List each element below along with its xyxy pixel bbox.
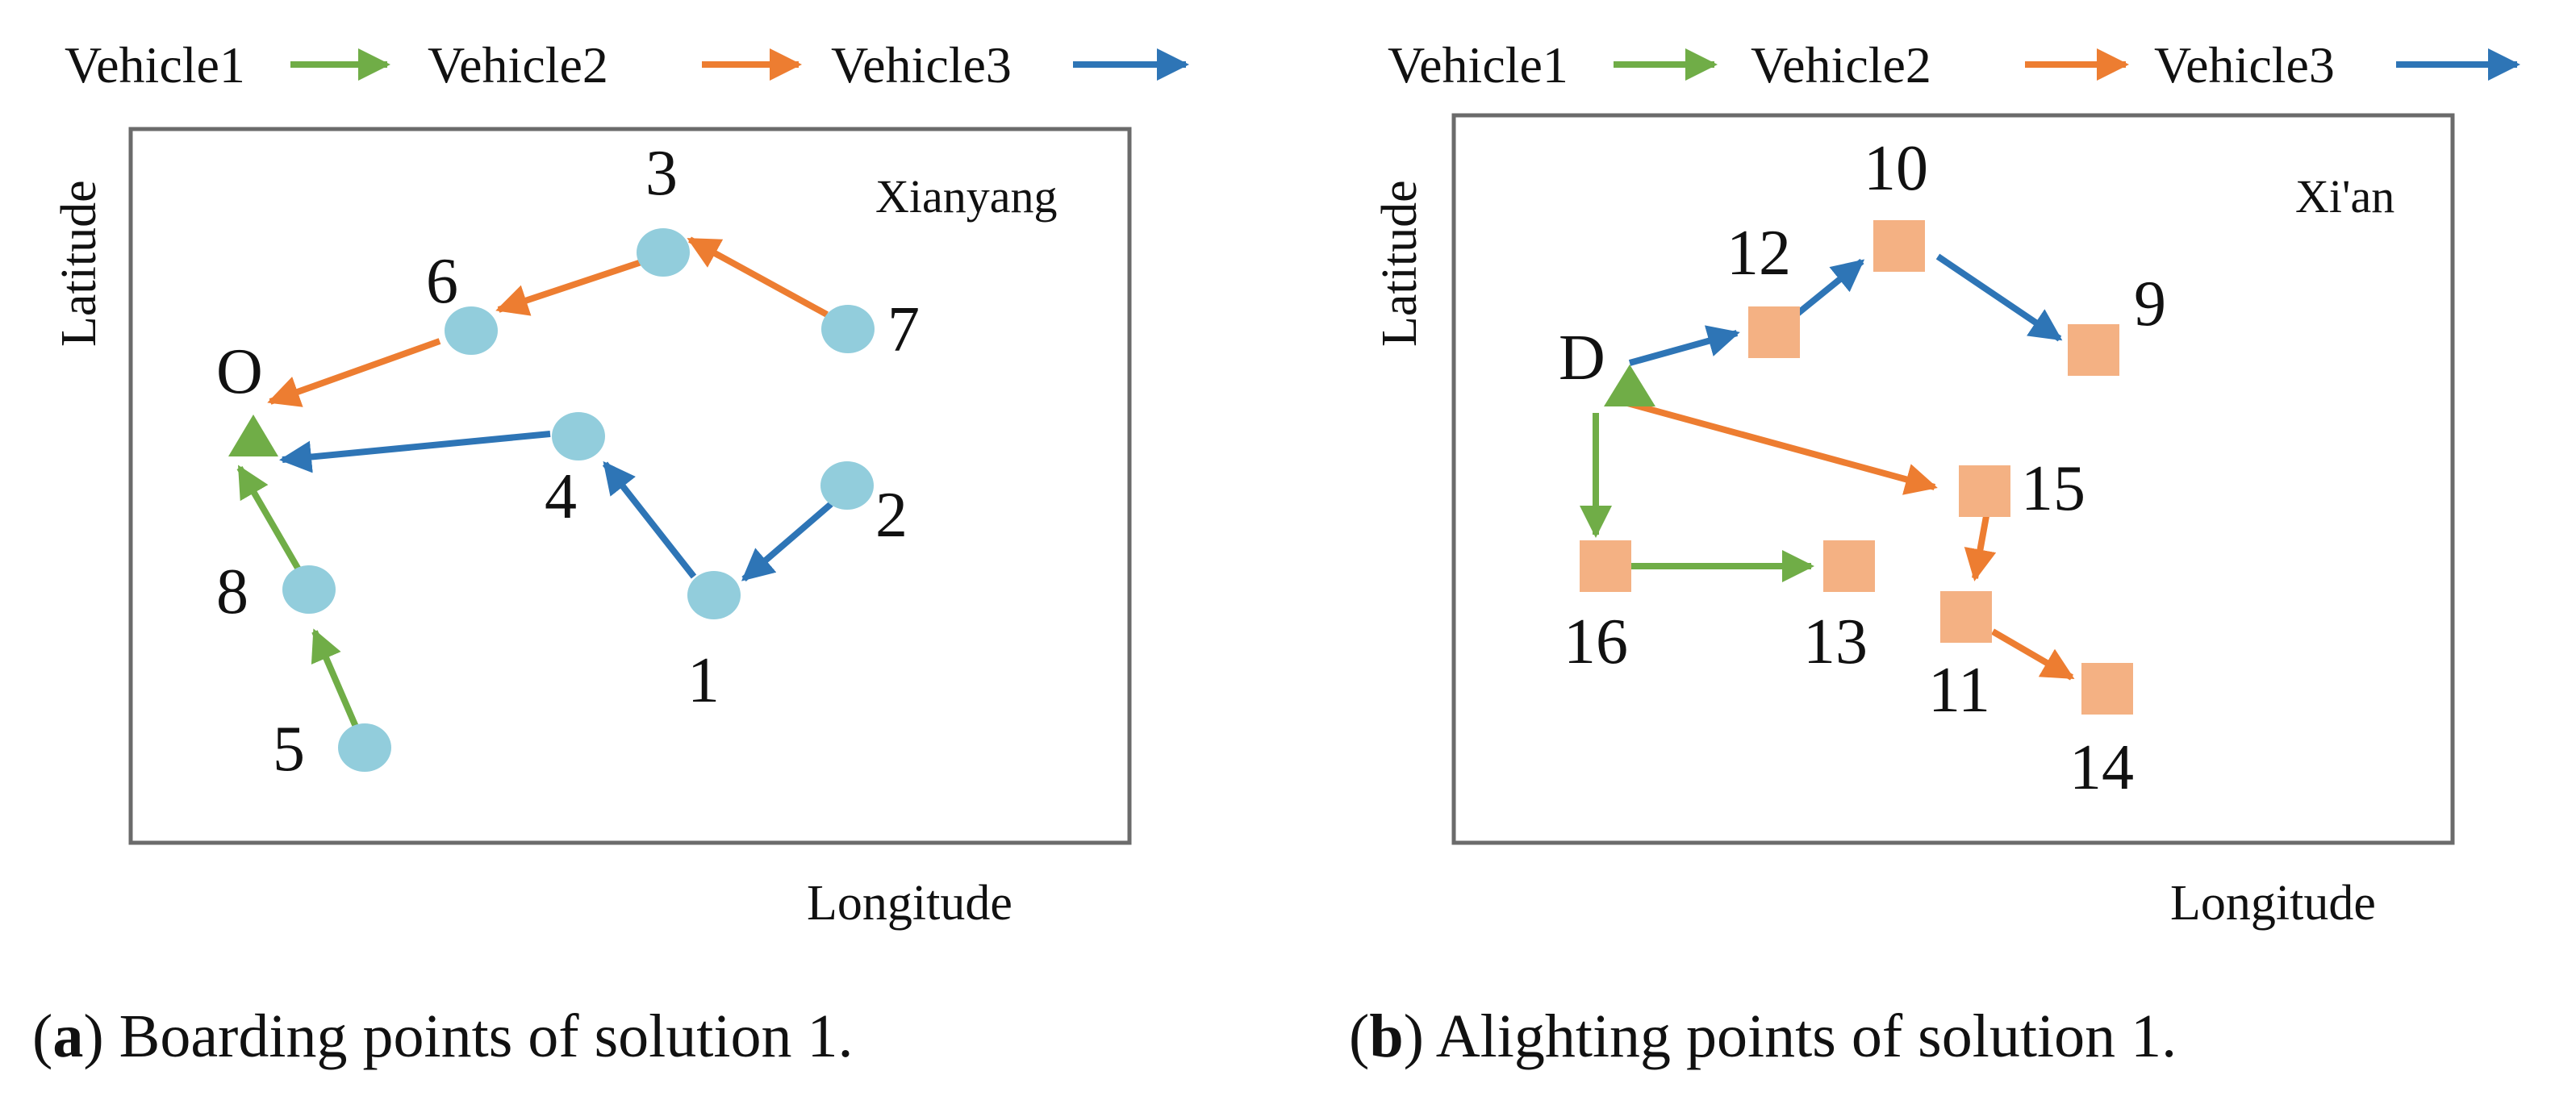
panel-a: Vehicle1 Vehicle2 Vehicle3 Xianyang Long… <box>32 36 1189 1070</box>
node-label-11: 11 <box>1928 655 1990 726</box>
route-a-5-8 <box>311 628 361 734</box>
legend-b-vehicle3-label: Vehicle3 <box>2154 36 2335 94</box>
caption-b-text: Alighting points of solution 1. <box>1424 1002 2177 1070</box>
route-b-D-15 <box>1620 398 1938 495</box>
point-marker-16 <box>1580 540 1631 592</box>
ylabel-b: Latitude <box>1372 180 1427 347</box>
node-label-6: 6 <box>426 246 458 317</box>
route-a-7-3 <box>687 236 829 318</box>
legend-b-vehicle1-label: Vehicle1 <box>1388 36 1568 94</box>
legend-a: Vehicle1 Vehicle2 Vehicle3 <box>65 36 1189 94</box>
node-label-15: 15 <box>2021 453 2085 524</box>
route-b-15-11 <box>1964 515 1997 581</box>
node-label-9: 9 <box>2134 269 2166 340</box>
point-marker-14 <box>2081 663 2133 715</box>
plot-frame-b <box>1451 113 2455 845</box>
point-marker-5 <box>338 723 391 772</box>
route-b-11-14 <box>1990 628 2075 681</box>
city-label-a: Xianyang <box>875 170 1058 223</box>
point-marker-8 <box>282 565 336 614</box>
node-label-3: 3 <box>645 138 678 209</box>
node-label-12: 12 <box>1726 218 1791 289</box>
node-label-16: 16 <box>1564 606 1628 677</box>
depot-marker-a <box>228 415 278 456</box>
route-b-10-9 <box>1935 253 2063 342</box>
route-a-4-O <box>279 431 551 473</box>
point-marker-9 <box>2068 324 2119 376</box>
point-marker-3 <box>637 228 690 277</box>
plot-frame-a <box>128 127 1132 845</box>
legend-vehicle1-label: Vehicle1 <box>65 36 245 94</box>
node-label-2: 2 <box>875 480 908 551</box>
node-label-13: 13 <box>1803 606 1868 677</box>
node-label-1: 1 <box>687 645 720 716</box>
node-label-5: 5 <box>273 714 305 785</box>
node-label-4: 4 <box>545 461 577 532</box>
route-b-12-10 <box>1791 258 1865 320</box>
route-a-1-4 <box>602 460 697 579</box>
caption-a: (a) Boarding points of solution 1. <box>32 1002 854 1070</box>
node-label-7: 7 <box>887 294 920 365</box>
legend-b: Vehicle1 Vehicle2 Vehicle3 <box>1388 36 2520 94</box>
legend-b-vehicle2-label: Vehicle2 <box>1751 36 1931 94</box>
point-marker-6 <box>445 306 498 355</box>
node-label-14: 14 <box>2069 732 2134 803</box>
caption-a-text: Boarding points of solution 1. <box>104 1002 854 1070</box>
point-marker-12 <box>1748 306 1800 358</box>
point-marker-7 <box>821 305 875 353</box>
point-marker-1 <box>687 571 741 619</box>
route-a-6-O <box>267 338 441 407</box>
legend-vehicle3-label: Vehicle3 <box>831 36 1012 94</box>
route-a-3-6 <box>495 259 643 316</box>
node-label-10: 10 <box>1864 133 1928 204</box>
ylabel-a: Latitude <box>52 180 106 347</box>
route-b-D-12 <box>1628 325 1740 366</box>
route-a-8-O <box>236 465 302 572</box>
depot-marker-b <box>1604 365 1655 406</box>
node-label-O: O <box>216 336 263 407</box>
point-marker-11 <box>1940 591 1992 643</box>
caption-a-letter: a <box>52 1002 83 1070</box>
caption-b: (b) Alighting points of solution 1. <box>1349 1002 2177 1070</box>
node-label-D: D <box>1559 323 1605 394</box>
city-label-b: Xi'an <box>2295 170 2394 223</box>
point-marker-10 <box>1873 220 1925 272</box>
legend-vehicle2-label: Vehicle2 <box>428 36 608 94</box>
route-a-2-1 <box>741 501 833 582</box>
xlabel-a: Longitude <box>807 876 1012 931</box>
node-label-8: 8 <box>216 556 248 627</box>
point-marker-4 <box>552 412 605 460</box>
point-marker-13 <box>1823 540 1875 592</box>
xlabel-b: Longitude <box>2170 876 2376 931</box>
point-marker-15 <box>1959 465 2010 517</box>
panel-b: Vehicle1 Vehicle2 Vehicle3 Xi'an Longitu… <box>1349 36 2520 1070</box>
caption-b-letter: b <box>1369 1002 1403 1070</box>
point-marker-2 <box>820 461 874 510</box>
